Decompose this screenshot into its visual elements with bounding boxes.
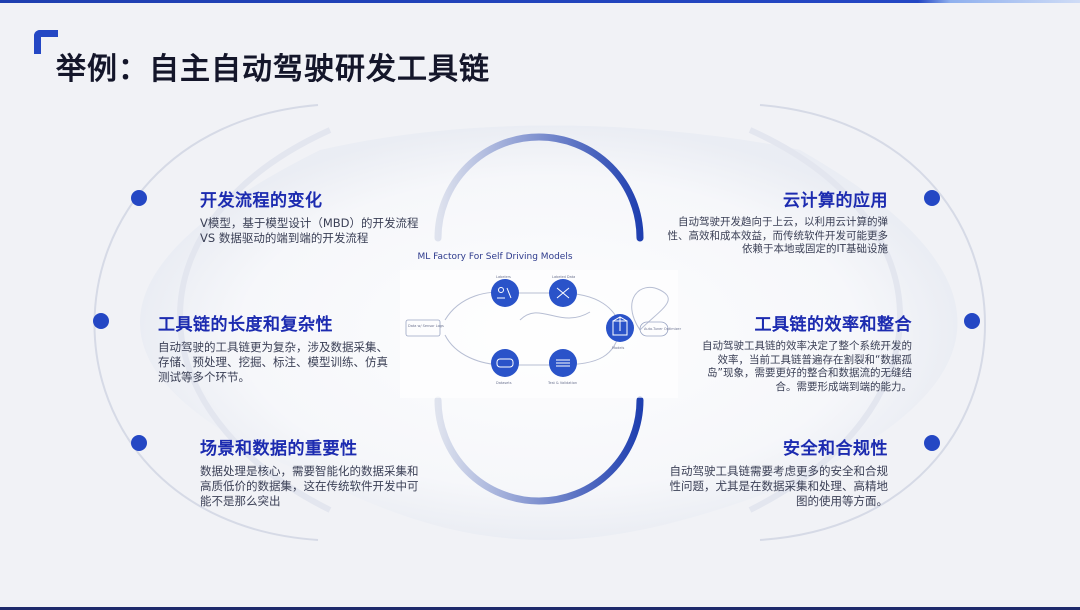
block-text: V模型，基于模型设计（MBD）的开发流程 VS 数据驱动的端到端的开发流程 xyxy=(200,216,419,245)
block-dev-process: 开发流程的变化 V模型，基于模型设计（MBD）的开发流程 VS 数据驱动的端到端… xyxy=(200,186,420,246)
block-text: 自动驾驶工具链需要考虑更多的安全和合规性问题，尤其是在数据采集和处理、高精地图的… xyxy=(669,464,889,508)
diagram-label-labelers: Labelers xyxy=(496,275,511,279)
block-text: 自动驾驶工具链的效率决定了整个系统开发的效率，当前工具链普遍存在割裂和“数据孤岛… xyxy=(702,340,912,393)
block-heading: 安全和合规性 xyxy=(783,439,888,459)
block-scenario-data: 场景和数据的重要性 数据处理是核心，需要智能化的数据采集和高质低价的数据集，这在… xyxy=(200,434,420,509)
bottom-bar xyxy=(0,607,1080,610)
diagram-title: ML Factory For Self Driving Models xyxy=(417,252,573,262)
labelers-node xyxy=(491,279,519,307)
diagram-label-data-sensor: Data w/ Sensor Logs xyxy=(408,324,444,328)
block-heading: 工具链的效率和整合 xyxy=(754,315,912,335)
diagram-label-labeled-data: Labeled Data xyxy=(552,275,576,279)
right-outer-arc xyxy=(759,104,986,541)
diagram-label-models: Models xyxy=(612,346,625,350)
diagram-top-arc xyxy=(434,133,644,242)
datasets-node xyxy=(491,349,519,377)
diagram-label-test-validation: Test & Validation xyxy=(548,381,578,385)
block-text: 自动驾驶的工具链更为复杂，涉及数据采集、存储、预处理、挖掘、标注、模型训练、仿真… xyxy=(158,340,388,384)
bullet-dot-2 xyxy=(93,313,109,329)
block-cloud-computing: 云计算的应用 自动驾驶开发趋向于上云，以利用云计算的弹性、高效和成本效益，而传统… xyxy=(660,186,889,257)
block-heading: 开发流程的变化 xyxy=(200,191,323,211)
block-heading: 云计算的应用 xyxy=(783,191,888,211)
bullet-dot-4 xyxy=(924,190,940,206)
block-heading: 工具链的长度和复杂性 xyxy=(158,315,333,335)
bullet-dot-1 xyxy=(131,190,147,206)
bullet-dot-6 xyxy=(924,435,940,451)
bullet-dot-3 xyxy=(131,435,147,451)
title-corner-mark xyxy=(34,30,58,54)
page-title: 举例：自主自动驾驶研发工具链 xyxy=(56,52,490,87)
block-toolchain-complexity: 工具链的长度和复杂性 自动驾驶的工具链更为复杂，涉及数据采集、存储、预处理、挖掘… xyxy=(158,310,388,385)
diagram-bottom-arc xyxy=(434,396,644,505)
top-accent-bar xyxy=(0,0,1080,3)
diagram-label-datasets: Datasets xyxy=(496,381,512,385)
block-safety-compliance: 安全和合规性 自动驾驶工具链需要考虑更多的安全和合规性问题，尤其是在数据采集和处… xyxy=(660,434,889,509)
bullet-dot-5 xyxy=(964,313,980,329)
block-text: 数据处理是核心，需要智能化的数据采集和高质低价的数据集，这在传统软件开发中可能不… xyxy=(200,464,419,508)
block-text: 自动驾驶开发趋向于上云，以利用云计算的弹性、高效和成本效益，而传统软件开发可能更… xyxy=(667,216,889,255)
diagram-label-auto-tuner: Auto-Tuner Optimizer xyxy=(644,327,682,331)
block-heading: 场景和数据的重要性 xyxy=(200,439,358,459)
block-efficiency-integration: 工具链的效率和整合 自动驾驶工具链的效率决定了整个系统开发的效率，当前工具链普遍… xyxy=(700,310,912,394)
